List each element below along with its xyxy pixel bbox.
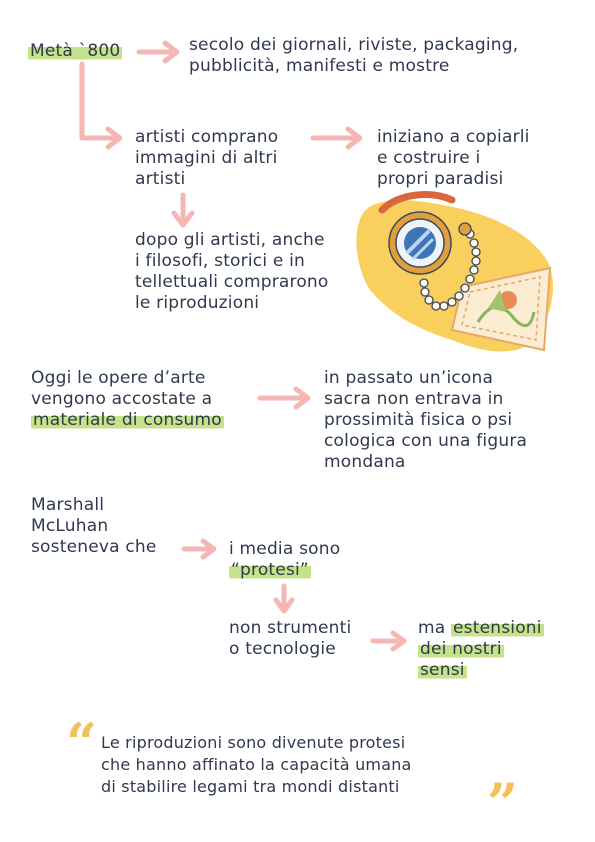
materiale-highlight: materiale di consumo [31, 410, 224, 430]
oggi-line-1: Oggi le opere d’arte [31, 368, 206, 388]
artisti-comprano-note: artisti comprano immagini di altri artis… [135, 127, 279, 189]
protesi-highlight: “protesi” [229, 560, 311, 580]
dopo-artisti-note: dopo gli artisti, anche i filosofi, stor… [135, 230, 329, 313]
arrow-artisti-down-to-dopo [171, 192, 195, 228]
media-note: i media sono “protesi” [229, 539, 340, 581]
arrow-strumenti-to-estensioni [370, 630, 407, 652]
mcluhan-note: Marshall McLuhan sosteneva che [31, 495, 157, 557]
oggi-line-2: vengono accostate a [31, 389, 213, 409]
arrow-mcluhan-to-media [181, 538, 217, 560]
arrow-oggi-to-passato [257, 386, 311, 410]
meta-800-label: Metà `800 [28, 41, 123, 62]
non-strumenti-note: non strumenti o tecnologie [229, 618, 352, 659]
media-line-1: i media sono [229, 539, 341, 559]
dei-nostri-highlight: dei nostri [418, 639, 504, 659]
estensioni-note: ma estensioni dei nostri sensi [418, 618, 544, 681]
meta-800-highlight: Metà `800 [28, 41, 123, 61]
open-quote-icon: “ [66, 711, 98, 775]
passato-note: in passato un’icona sacra non entrava in… [324, 368, 528, 472]
ma-word: ma [418, 618, 446, 638]
arrow-artisti-to-iniziano [310, 126, 363, 150]
arrow-meta-down-to-artisti [79, 61, 123, 150]
orange-brush-stroke-shape [378, 191, 456, 214]
oggi-note: Oggi le opere d’arte vengono accostate a… [31, 368, 224, 431]
closing-quote-text: Le riproduzioni sono divenute protesi ch… [101, 733, 412, 796]
postcard-image [450, 266, 552, 352]
magnifier-chain-icon [419, 229, 481, 311]
arrow-media-down-to-strumenti [273, 583, 295, 614]
close-quote-icon: ” [487, 771, 519, 835]
magnifier-icon [388, 211, 472, 275]
arrow-meta-to-secolo [136, 40, 180, 64]
sensi-highlight: sensi [418, 660, 467, 680]
estensioni-highlight: estensioni [451, 618, 544, 638]
iniziano-note: iniziano a copiarli e costruire i propri… [377, 127, 530, 189]
secolo-note: secolo dei giornali, riviste, packaging,… [189, 35, 519, 76]
